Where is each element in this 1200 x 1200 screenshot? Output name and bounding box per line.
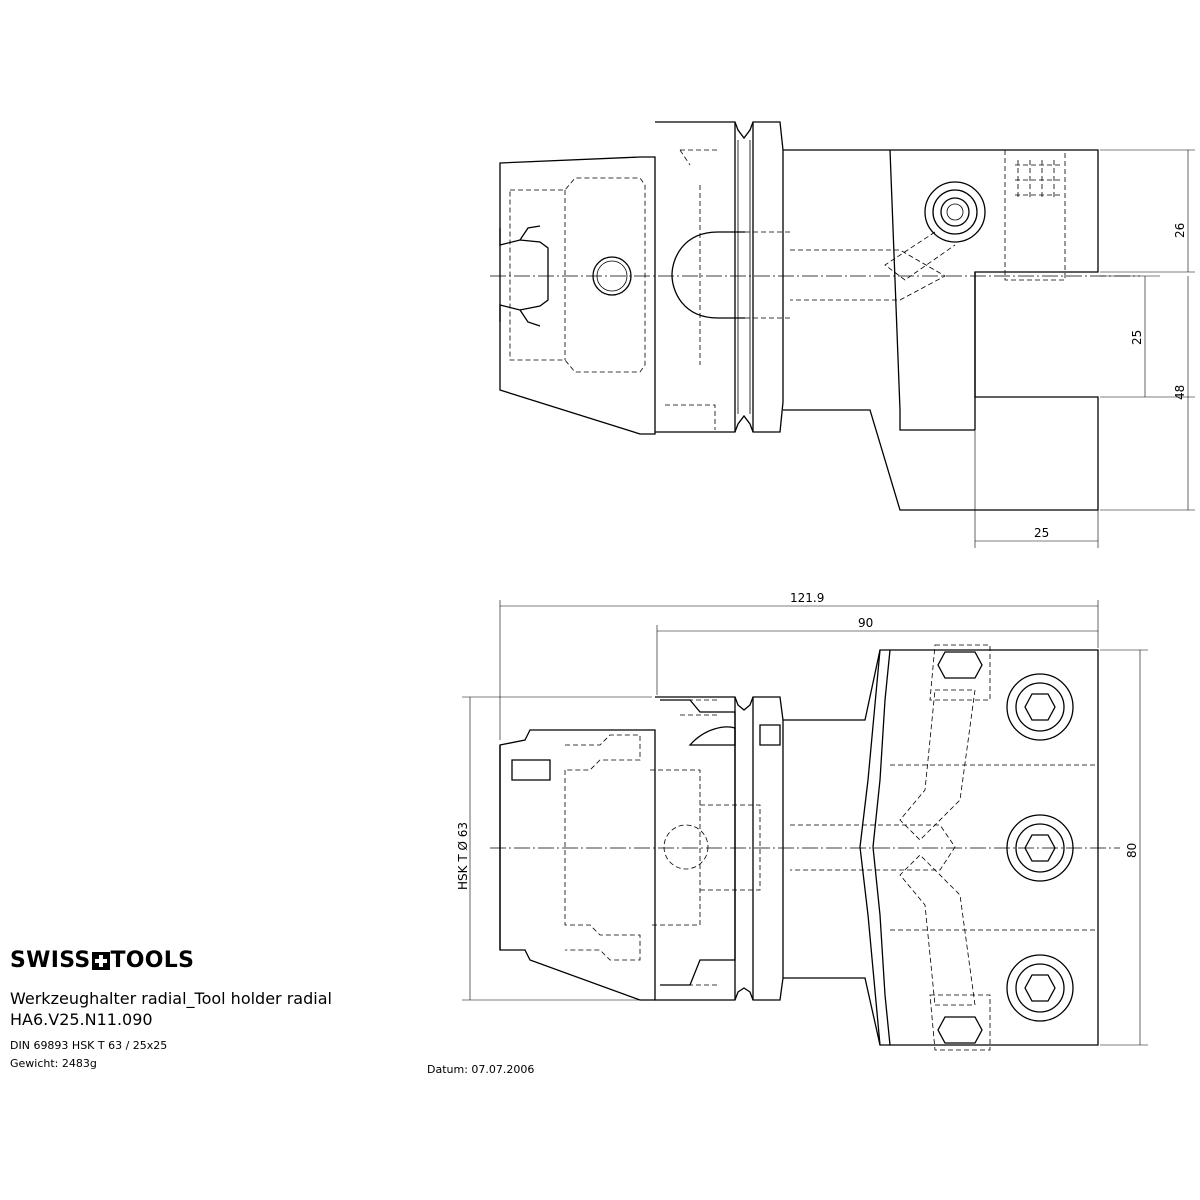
socket-screw-middle: [1006, 814, 1074, 882]
bottom-view-dimensions: 121.9 90 80 HSK T Ø 63: [456, 591, 1148, 1046]
title-block: SWISS TOOLS Werkzeughalter radial_Tool ho…: [10, 948, 332, 1070]
bottom-view: [490, 644, 1120, 1051]
swiss-cross-icon: [91, 951, 110, 970]
top-view-dimensions: 26 25 48 25: [974, 149, 1195, 548]
dim-48: 48: [1173, 385, 1187, 400]
dim-90: 90: [858, 616, 873, 630]
part-number: HA6.V25.N11.090: [10, 1010, 153, 1029]
dim-80: 80: [1125, 843, 1139, 858]
brand-left: SWISS: [10, 948, 91, 973]
standard: DIN 69893 HSK T 63 / 25x25: [10, 1039, 168, 1052]
top-view: [490, 121, 1140, 511]
drawing-description: Werkzeughalter radial_Tool holder radial: [10, 989, 332, 1008]
weight: Gewicht: 2483g: [10, 1057, 97, 1070]
dim-25-vertical: 25: [1130, 330, 1144, 345]
socket-screw-bottom: [1006, 954, 1074, 1022]
brand-right: TOOLS: [110, 948, 195, 973]
socket-screw-top: [1006, 673, 1074, 741]
dim-hsk-63: HSK T Ø 63: [456, 822, 470, 890]
dim-25-horizontal: 25: [1034, 526, 1049, 540]
drawing-date: Datum: 07.07.2006: [427, 1063, 535, 1076]
dim-26: 26: [1173, 223, 1187, 238]
dim-121-9: 121.9: [790, 591, 824, 605]
brand-logo: SWISS TOOLS: [10, 948, 332, 973]
